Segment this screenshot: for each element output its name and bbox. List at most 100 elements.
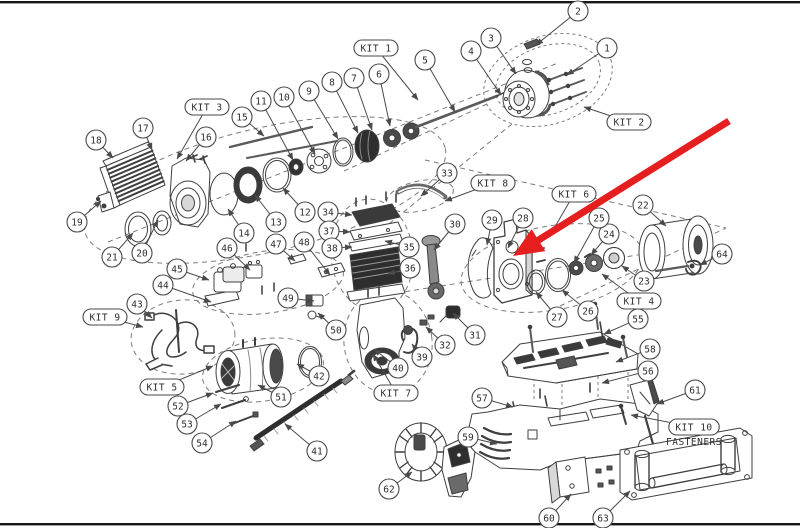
svg-text:56: 56 (642, 366, 654, 377)
callout-21: 21 (101, 232, 134, 268)
crank-link-drawing (421, 235, 445, 300)
svg-text:62: 62 (383, 484, 394, 495)
kit-label-kit-2: KIT 2 (583, 106, 652, 131)
ribbed-cover-drawing (501, 301, 639, 419)
callout-40: 40 (373, 348, 409, 379)
gearbox-housing-drawing (356, 286, 461, 379)
callout-63: 63 (592, 490, 631, 528)
svg-text:31: 31 (469, 330, 481, 341)
callout-54: 54 (191, 420, 237, 454)
callout-64: 64 (699, 243, 733, 266)
svg-text:61: 61 (689, 385, 701, 396)
callout-20: 20 (131, 219, 159, 264)
callout-35: 35 (384, 236, 420, 258)
callout-61: 61 (656, 379, 706, 405)
motor-end-bracket-drawing (169, 154, 211, 228)
red-arrow (513, 118, 731, 256)
svg-text:21: 21 (106, 252, 118, 263)
wiring-harness-drawing (144, 309, 215, 371)
svg-text:KIT 2: KIT 2 (613, 117, 644, 128)
svg-text:46: 46 (221, 243, 233, 254)
svg-text:13: 13 (270, 217, 281, 228)
callout-24: 24 (590, 223, 620, 256)
bottom-border-line (0, 523, 800, 526)
remote-control-drawing (394, 422, 476, 498)
callout-26: 26 (561, 289, 599, 322)
kit5-motor-drawing (215, 337, 322, 425)
clutch-hub-drawing (568, 247, 625, 276)
svg-text:KIT 10: KIT 10 (675, 422, 712, 433)
callout-5: 5 (414, 49, 456, 113)
callout-32: 32 (425, 326, 456, 356)
svg-text:29: 29 (486, 215, 498, 226)
svg-text:KIT 5: KIT 5 (146, 382, 177, 393)
kit10-screw-drawing (620, 406, 627, 425)
svg-text:44: 44 (157, 280, 169, 291)
kit9-balloon (130, 299, 236, 375)
belt-drawing (400, 327, 419, 354)
callout-38: 38 (321, 237, 353, 259)
svg-text:48: 48 (298, 237, 310, 248)
callout-50: 50 (317, 312, 347, 341)
callout-3: 3 (480, 27, 517, 75)
callout-10: 10 (273, 86, 316, 155)
callout-16: 16 (185, 126, 217, 162)
svg-text:28: 28 (517, 213, 529, 224)
svg-text:43: 43 (131, 299, 142, 310)
svg-text:KIT 3: KIT 3 (191, 102, 222, 113)
svg-text:7: 7 (351, 73, 357, 84)
callout-9: 9 (298, 80, 339, 140)
svg-text:23: 23 (638, 276, 649, 287)
kit-label-kit-3: KIT 3 (176, 98, 230, 160)
callout-51: 51 (257, 384, 292, 408)
svg-text:2: 2 (575, 6, 581, 17)
svg-text:59: 59 (462, 432, 474, 443)
kit-label-kit-4: KIT 4 (601, 273, 662, 310)
svg-text:32: 32 (439, 340, 450, 351)
clutch-lever-drawing (618, 378, 660, 446)
svg-text:60: 60 (543, 513, 555, 524)
callout-4: 4 (460, 40, 502, 96)
callout-46: 46 (216, 237, 251, 271)
callout-22: 22 (632, 194, 667, 227)
svg-text:58: 58 (644, 344, 656, 355)
kit-label-kit-1: KIT 1 (353, 39, 419, 101)
callout-1: 1 (566, 37, 618, 76)
svg-text:9: 9 (306, 86, 312, 97)
svg-text:40: 40 (392, 363, 404, 374)
svg-text:39: 39 (416, 352, 428, 363)
svg-text:10: 10 (278, 92, 290, 103)
svg-text:1: 1 (604, 43, 610, 54)
callout-52: 52 (167, 392, 214, 417)
svg-text:15: 15 (236, 112, 247, 123)
callout-14: 14 (227, 208, 255, 244)
svg-text:25: 25 (593, 213, 604, 224)
svg-text:KIT 9: KIT 9 (89, 312, 120, 323)
mount-bracket-drawing (547, 456, 615, 504)
battery-cable-drawing (249, 369, 356, 452)
callout-6: 6 (368, 63, 392, 127)
kit-label-kit-5: KIT 5 (139, 365, 214, 396)
callout-58: 58 (615, 338, 661, 363)
callout-53: 53 (176, 403, 222, 435)
kit-label-kit-9: KIT 9 (82, 308, 144, 329)
svg-text:11: 11 (255, 96, 267, 107)
svg-text:49: 49 (282, 293, 294, 304)
svg-text:8: 8 (329, 77, 335, 88)
callout-42: 42 (296, 363, 330, 387)
callout-31: 31 (452, 312, 486, 346)
svg-text:41: 41 (311, 446, 323, 457)
svg-text:4: 4 (468, 46, 474, 57)
svg-text:36: 36 (404, 263, 416, 274)
breather-tube-drawing (395, 183, 448, 200)
callout-62: 62 (378, 471, 413, 500)
svg-text:17: 17 (137, 123, 148, 134)
callout-28: 28 (507, 207, 534, 249)
svg-text:35: 35 (403, 242, 414, 253)
svg-text:45: 45 (171, 264, 182, 275)
callout-29: 29 (481, 209, 503, 246)
svg-text:5: 5 (422, 55, 428, 66)
gasket-outline-drawing (467, 237, 494, 299)
callout-11: 11 (250, 90, 294, 161)
